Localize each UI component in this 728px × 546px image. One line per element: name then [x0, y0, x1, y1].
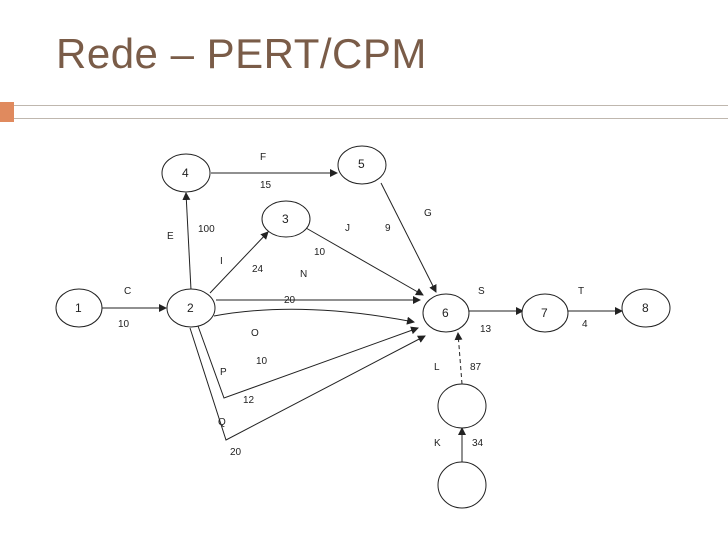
- node-5: [337, 145, 387, 185]
- node-K: [437, 461, 487, 509]
- activity-L-duration: 87: [470, 362, 482, 373]
- node-6-label: 6: [442, 306, 449, 320]
- activity-L-name: L: [434, 362, 440, 373]
- activity-J-name: J: [345, 223, 350, 234]
- activity-F-name: F: [260, 152, 266, 163]
- activity-Q-name: Q: [218, 417, 226, 428]
- activity-G-name: G: [424, 208, 432, 219]
- title-divider: [14, 105, 728, 119]
- title-accent-square: [0, 102, 14, 122]
- edge-3-6-J: [305, 227, 424, 296]
- node-6: [422, 293, 470, 333]
- activity-P-name: P: [220, 367, 227, 378]
- activity-E-duration: 100: [198, 224, 215, 235]
- edge-2-4-E: [182, 192, 192, 291]
- activity-S-name: S: [478, 286, 485, 297]
- activity-S-duration: 13: [480, 324, 492, 335]
- activity-C-name: C: [124, 286, 131, 297]
- node-2-label: 2: [187, 301, 194, 315]
- edge-2-3-I: [209, 231, 269, 294]
- edge-2-6-Q: [189, 327, 426, 441]
- activity-T-duration: 4: [582, 319, 588, 330]
- activity-O-name: O: [251, 328, 259, 339]
- activity-N2-duration: 20: [284, 295, 296, 306]
- activity-F-duration: 15: [260, 180, 272, 191]
- activity-J-duration: 9: [385, 223, 391, 234]
- node-8-label: 8: [642, 301, 649, 315]
- node-1: [55, 288, 103, 328]
- activity-I-name: I: [220, 256, 223, 267]
- node-3: [261, 200, 311, 238]
- activity-E-name: E: [167, 231, 174, 242]
- activity-Q-duration: 20: [230, 447, 242, 458]
- node-4-label: 4: [182, 166, 189, 180]
- page-title: Rede – PERT/CPM: [56, 30, 427, 77]
- node-7-label: 7: [541, 306, 548, 320]
- edge-2-6-O: [213, 308, 415, 325]
- node-2: [166, 288, 216, 328]
- edge-2-6-P: [197, 325, 419, 399]
- activity-O-duration: 10: [256, 356, 268, 367]
- activity-C-duration: 10: [118, 319, 130, 330]
- activity-P-duration: 12: [243, 395, 255, 406]
- activity-T-name: T: [578, 286, 584, 297]
- activity-N-duration: 10: [314, 247, 326, 258]
- edge-5-6-G: [380, 182, 437, 293]
- activity-N-name: N: [300, 269, 307, 280]
- edge-L-6-dummy: [454, 332, 463, 385]
- node-4: [161, 153, 211, 193]
- activity-K-duration: 34: [472, 438, 484, 449]
- node-L: [437, 383, 487, 429]
- activity-I-duration: 24: [252, 264, 264, 275]
- node-8: [621, 288, 671, 328]
- node-3-label: 3: [282, 212, 289, 226]
- activity-K-name: K: [434, 438, 441, 449]
- node-7: [521, 293, 569, 333]
- node-1-label: 1: [75, 301, 82, 315]
- node-5-label: 5: [358, 157, 365, 171]
